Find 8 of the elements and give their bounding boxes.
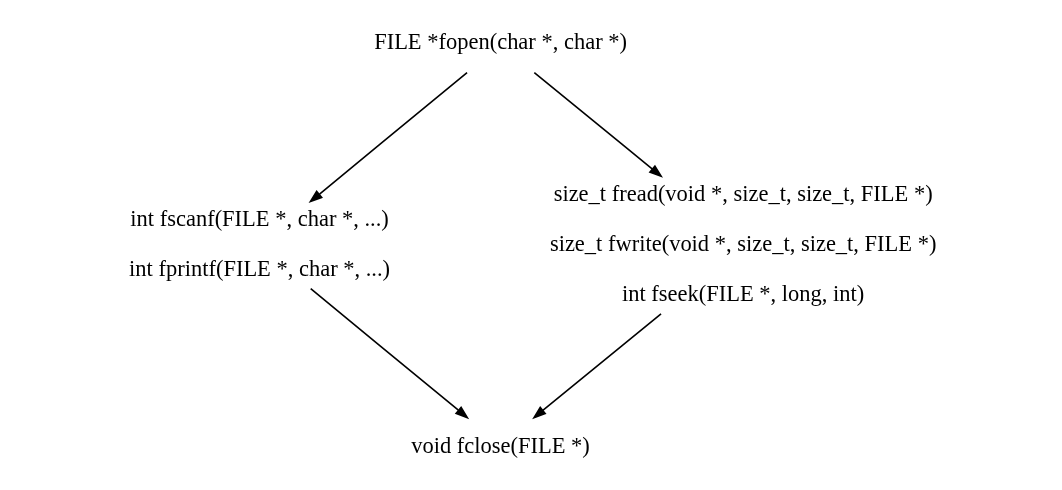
arrow [309, 287, 469, 420]
arrow [533, 71, 663, 178]
node-text: FILE *fopen(char *, char *) [373, 29, 627, 55]
node-text: void fclose(FILE *) [410, 432, 590, 458]
node-text: size_t fread(void *, size_t, size_t, FILE *) size_t fwrite(void *, size_t, size_t, FILE *) int fseek(FILE *, long, int) [549, 181, 936, 306]
arrow [531, 312, 662, 420]
arrow [308, 71, 468, 204]
node-text: int fscanf(FILE *, char *, ...) int fprintf(FILE *, char *, ...) [128, 206, 390, 281]
